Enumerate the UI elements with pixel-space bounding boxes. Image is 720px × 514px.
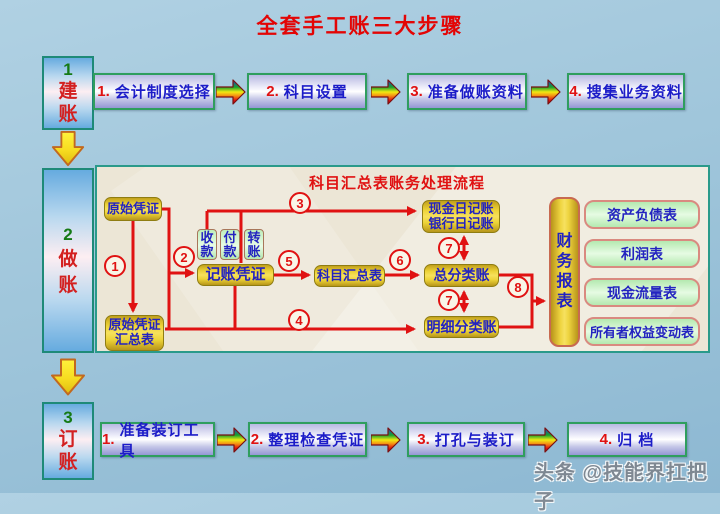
stage-number: 3 — [63, 408, 73, 427]
stage-label-char: 建 — [58, 81, 78, 102]
step-label: 归 档 — [617, 432, 655, 449]
stage-box-bookkeeping: 2 做 账 — [42, 168, 94, 353]
panel-title: 科目汇总表账务处理流程 — [309, 175, 486, 192]
rainbow-right-arrow-icon — [217, 427, 247, 453]
flow-step-circle-4: 4 — [288, 309, 310, 331]
rainbow-right-arrow-icon — [528, 427, 558, 453]
step-box-subject-setup: 2. 科目设置 — [247, 73, 367, 110]
step-number: 2. — [250, 431, 264, 448]
node-subsidiary-ledger: 明细分类账 — [424, 316, 499, 338]
step-box-punch-and-bind: 3. 打孔与装订 — [407, 422, 525, 457]
node-label: 银行日记账 — [428, 215, 494, 231]
step-box-archive: 4. 归 档 — [567, 422, 687, 457]
stage-number: 2 — [63, 224, 73, 244]
step-number: 1. — [102, 431, 115, 448]
step-number: 1. — [97, 83, 110, 100]
node-label: 现金日记账 — [428, 200, 494, 216]
down-arrow-icon — [51, 358, 85, 396]
step-number: 2. — [266, 83, 279, 100]
flow-step-circle-2: 2 — [173, 246, 195, 268]
rainbow-right-arrow-icon — [531, 79, 561, 105]
step-label: 搜集业务资料 — [586, 84, 683, 101]
flow-step-circle-5: 5 — [278, 250, 300, 272]
node-cash-bank-journal: 现金日记账 银行日记账 — [422, 200, 500, 233]
report-equity-changes: 所有者权益变动表 — [584, 317, 700, 346]
step-box-collect-business-data: 4. 搜集业务资料 — [567, 73, 685, 110]
step-box-binding-tools: 1. 准备装订工具 — [100, 422, 215, 460]
step-number: 3. — [417, 431, 430, 448]
stage-label-char: 订 — [58, 429, 78, 450]
node-payment-voucher: 付款 — [220, 229, 240, 260]
flow-step-circle-7a: 7 — [438, 237, 460, 259]
step-label: 科目设置 — [283, 84, 348, 101]
flow-step-circle-7b: 7 — [438, 289, 460, 311]
step-label: 整理检查凭证 — [268, 432, 365, 449]
rainbow-right-arrow-icon — [371, 79, 401, 105]
step-label: 会计制度选择 — [114, 84, 211, 101]
step-number: 4. — [599, 431, 613, 448]
step-label: 准备装订工具 — [119, 421, 200, 460]
step-label: 打孔与装订 — [434, 432, 515, 449]
step-box-accounting-system: 1. 会计制度选择 — [93, 73, 215, 110]
report-income-statement: 利润表 — [584, 239, 700, 268]
node-account-summary: 科目汇总表 — [314, 265, 385, 287]
step-number: 4. — [569, 83, 582, 100]
stage-number: 1 — [63, 60, 73, 79]
stage-label-char: 账 — [58, 452, 78, 473]
stage-label-char: 账 — [58, 104, 78, 125]
rainbow-right-arrow-icon — [216, 79, 246, 105]
step-box-prepare-materials: 3. 准备做账资料 — [407, 73, 527, 110]
node-label: 总分类账 — [433, 267, 490, 284]
node-label: 原始凭证 — [106, 200, 159, 216]
watermark-toutiao-handle: 头条 @技能界扛把子 — [534, 462, 709, 513]
report-cash-flow: 现金流量表 — [584, 278, 700, 307]
down-arrow-icon — [51, 131, 85, 167]
step-box-check-vouchers: 2. 整理检查凭证 — [248, 422, 367, 457]
node-financial-statements: 财务报表 — [549, 197, 580, 347]
bookkeeping-flow-panel: 科目汇总表账务处理流程 原始凭证 原始凭证 汇总表 收款 付款 转账 记账凭证 — [95, 165, 710, 353]
rainbow-right-arrow-icon — [371, 427, 401, 453]
flow-step-circle-8: 8 — [507, 276, 529, 298]
flow-step-circle-1: 1 — [104, 255, 126, 277]
step-label: 准备做账资料 — [427, 84, 524, 101]
node-receipt-voucher: 收款 — [197, 229, 217, 260]
node-general-ledger: 总分类账 — [424, 264, 499, 287]
step-number: 3. — [410, 83, 423, 100]
node-original-voucher: 原始凭证 — [104, 197, 162, 221]
node-label: 汇总表 — [114, 332, 154, 347]
node-label: 科目汇总表 — [316, 267, 382, 283]
node-label: 原始凭证 — [108, 317, 161, 333]
stage-box-binding: 3 订 账 — [42, 402, 94, 480]
flow-step-circle-6: 6 — [389, 249, 411, 271]
page-title: 全套手工账三大步骤 — [256, 15, 464, 38]
flow-step-circle-3: 3 — [289, 192, 311, 214]
report-balance-sheet: 资产负债表 — [584, 200, 700, 229]
node-journal-voucher: 记账凭证 — [197, 264, 274, 286]
node-original-voucher-summary: 原始凭证 汇总表 — [105, 315, 164, 351]
stage-label-char: 做 — [58, 248, 78, 270]
stage-box-setup: 1 建 账 — [42, 56, 94, 130]
node-label: 记账凭证 — [205, 266, 266, 284]
stage-label-char: 账 — [58, 274, 78, 296]
node-transfer-voucher: 转账 — [244, 229, 264, 260]
node-label: 明细分类账 — [426, 318, 497, 335]
